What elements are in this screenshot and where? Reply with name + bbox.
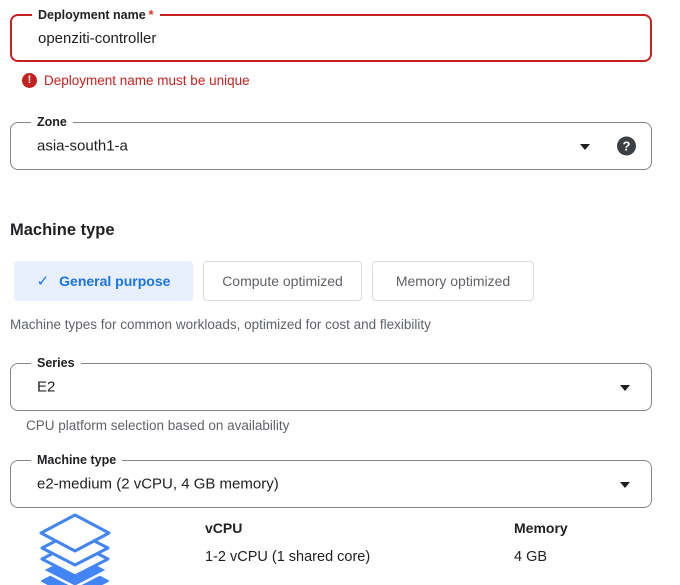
- machine-type-description: Machine types for common workloads, opti…: [10, 317, 431, 332]
- error-message-text: Deployment name must be unique: [44, 73, 250, 88]
- series-label: Series: [31, 355, 81, 371]
- chevron-down-icon: [620, 482, 630, 488]
- zone-label: Zone: [31, 114, 73, 130]
- deployment-name-field[interactable]: Deployment name*: [10, 7, 652, 62]
- chevron-down-icon: [580, 144, 590, 150]
- tab-compute-optimized[interactable]: Compute optimized: [203, 261, 362, 301]
- tab-general-purpose-label: General purpose: [59, 273, 171, 289]
- help-icon[interactable]: ?: [617, 136, 636, 156]
- vcpu-column-header: vCPU: [205, 520, 243, 536]
- zone-select[interactable]: Zone asia-south1-a ?: [10, 114, 652, 170]
- check-icon: ✓: [36, 272, 50, 290]
- machine-series-layers-icon: [36, 512, 114, 585]
- tab-memory-optimized-label: Memory optimized: [395, 273, 511, 289]
- vcpu-value: 1-2 vCPU (1 shared core): [205, 549, 371, 565]
- series-helper-text: CPU platform selection based on availabi…: [26, 418, 290, 433]
- series-value: E2: [37, 378, 56, 396]
- tab-compute-optimized-label: Compute optimized: [222, 273, 343, 289]
- zone-value: asia-south1-a: [37, 137, 128, 155]
- machine-type-select-label: Machine type: [31, 452, 123, 468]
- machine-type-select[interactable]: Machine type e2-medium (2 vCPU, 4 GB mem…: [10, 452, 652, 508]
- machine-type-heading: Machine type: [10, 221, 115, 239]
- tab-general-purpose[interactable]: ✓ General purpose: [14, 261, 193, 301]
- deployment-name-input[interactable]: [12, 16, 650, 60]
- machine-type-select-value: e2-medium (2 vCPU, 4 GB memory): [37, 475, 279, 493]
- memory-column-header: Memory: [514, 520, 568, 536]
- deployment-name-error: ! Deployment name must be unique: [22, 73, 250, 88]
- tab-memory-optimized[interactable]: Memory optimized: [372, 261, 534, 301]
- error-icon: !: [22, 73, 37, 88]
- chevron-down-icon: [620, 385, 630, 391]
- required-asterisk: *: [148, 8, 154, 22]
- series-select[interactable]: Series E2: [10, 355, 652, 411]
- memory-value: 4 GB: [514, 549, 548, 565]
